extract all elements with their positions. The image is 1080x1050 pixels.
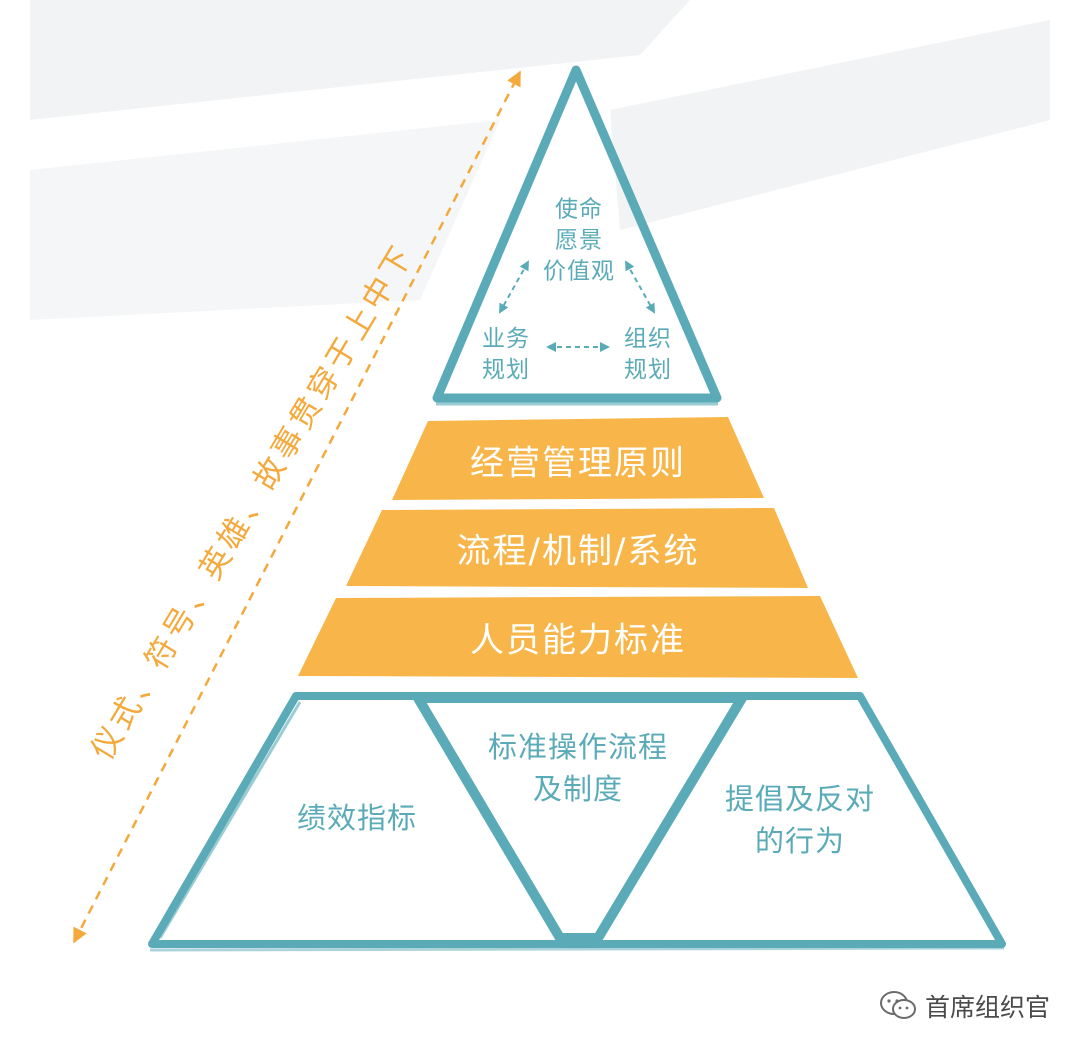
watermark: 首席组织官 <box>879 988 1050 1024</box>
dashed-arrow-left <box>499 260 529 314</box>
top-center-label: 使命 愿景 价值观 <box>543 196 615 285</box>
bottom-middle-label: 标准操作流程 及制度 <box>487 730 669 806</box>
bottom-left-label: 绩效指标 <box>296 801 418 835</box>
bottom-right-label: 提倡及反对 的行为 <box>724 782 876 858</box>
dashed-arrow-right <box>625 260 655 314</box>
band-1-shape <box>392 417 764 500</box>
wechat-icon <box>879 991 916 1019</box>
band-3-shape <box>298 596 858 678</box>
band-3-label: 人员能力标准 <box>470 620 686 661</box>
watermark-text: 首席组织官 <box>924 993 1050 1022</box>
top-left-label: 业务 规划 <box>482 326 530 383</box>
band-1-label: 经营管理原则 <box>470 443 686 484</box>
band-2-shape <box>346 508 808 588</box>
top-triangle <box>432 65 722 403</box>
diagonal-dashed-arrow <box>72 70 522 944</box>
top-right-label: 组织 规划 <box>624 326 672 383</box>
band-2-label: 流程/机制/系统 <box>456 531 700 572</box>
